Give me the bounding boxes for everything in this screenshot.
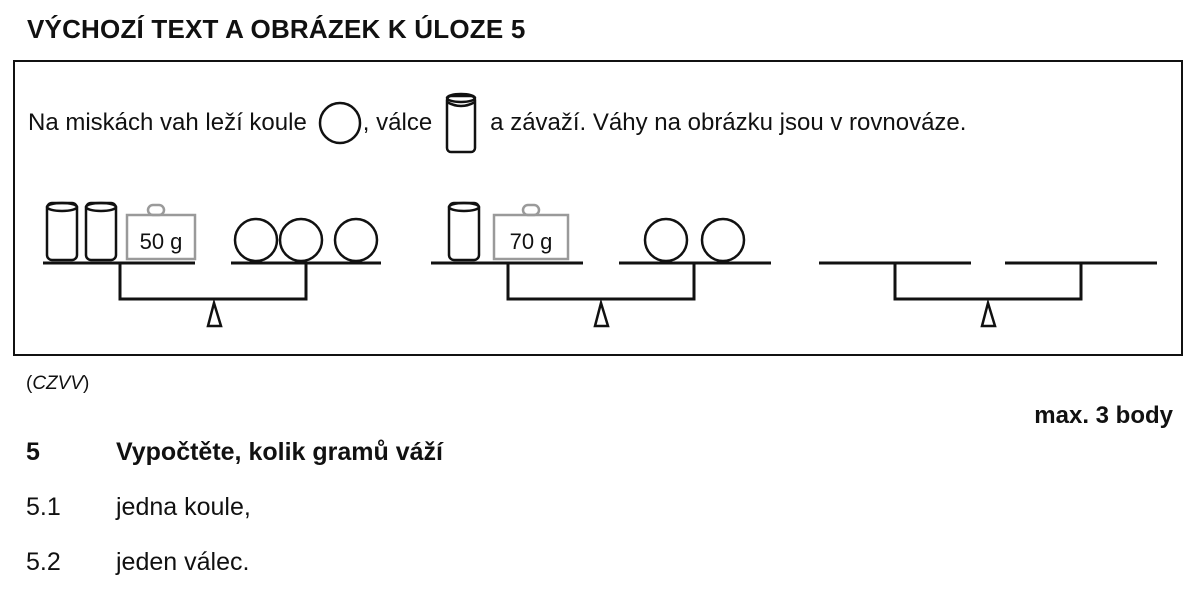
balance-scale-1: 50 g [43, 201, 381, 328]
ball-icon [318, 101, 362, 145]
task-number: 5 [26, 438, 40, 466]
max-points: max. 3 body [1034, 402, 1173, 429]
task-item-number: 5.2 [26, 548, 61, 576]
fulcrum-3 [980, 298, 997, 328]
task-item-text: jeden válec. [116, 548, 250, 576]
cylinder-icon [445, 92, 477, 154]
task-item-number: 5.1 [26, 493, 61, 521]
ball-3 [333, 217, 379, 263]
task-item: 5.2 jeden válec. [26, 548, 249, 577]
ball-5 [700, 217, 746, 263]
weight-label-2: 70 g [510, 229, 553, 254]
task-item-text: jedna koule, [116, 493, 251, 521]
balance-scale-3 [819, 261, 1157, 328]
intro-part3: a závaží. Váhy na obrázku jsou v rovnová… [490, 109, 967, 136]
task-prompt: Vypočtěte, kolik gramů váží [116, 438, 443, 466]
source-note: (CZVV) [26, 373, 90, 394]
cylinder-1 [45, 201, 79, 262]
fulcrum-2 [593, 298, 610, 328]
task-item: 5.1 jedna koule, [26, 493, 251, 522]
weight-50g: 50 g [125, 203, 197, 261]
ball-1 [233, 217, 279, 263]
section-heading: VÝCHOZÍ TEXT A OBRÁZEK K ÚLOZE 5 [27, 14, 526, 44]
intro-part2: , válce [362, 109, 433, 136]
ball-4 [643, 217, 689, 263]
intro-text: Na miskách vah leží koule , válce a záva… [28, 90, 966, 156]
intro-part1: Na miskách vah leží koule [28, 109, 307, 136]
balance-scale-2: 70 g [431, 201, 771, 328]
weight-label-1: 50 g [140, 229, 183, 254]
source-name: CZVV [32, 373, 84, 394]
task-header: 5 Vypočtěte, kolik gramů váží [26, 438, 443, 467]
balance-scenes: 50 g 70 g [43, 201, 1157, 328]
figure-frame: Na miskách vah leží koule , válce a záva… [13, 60, 1183, 356]
fulcrum-1 [206, 298, 223, 328]
cylinder-3 [447, 201, 481, 262]
cylinder-2 [84, 201, 118, 262]
weight-70g: 70 g [492, 203, 570, 261]
ball-2 [278, 217, 324, 263]
